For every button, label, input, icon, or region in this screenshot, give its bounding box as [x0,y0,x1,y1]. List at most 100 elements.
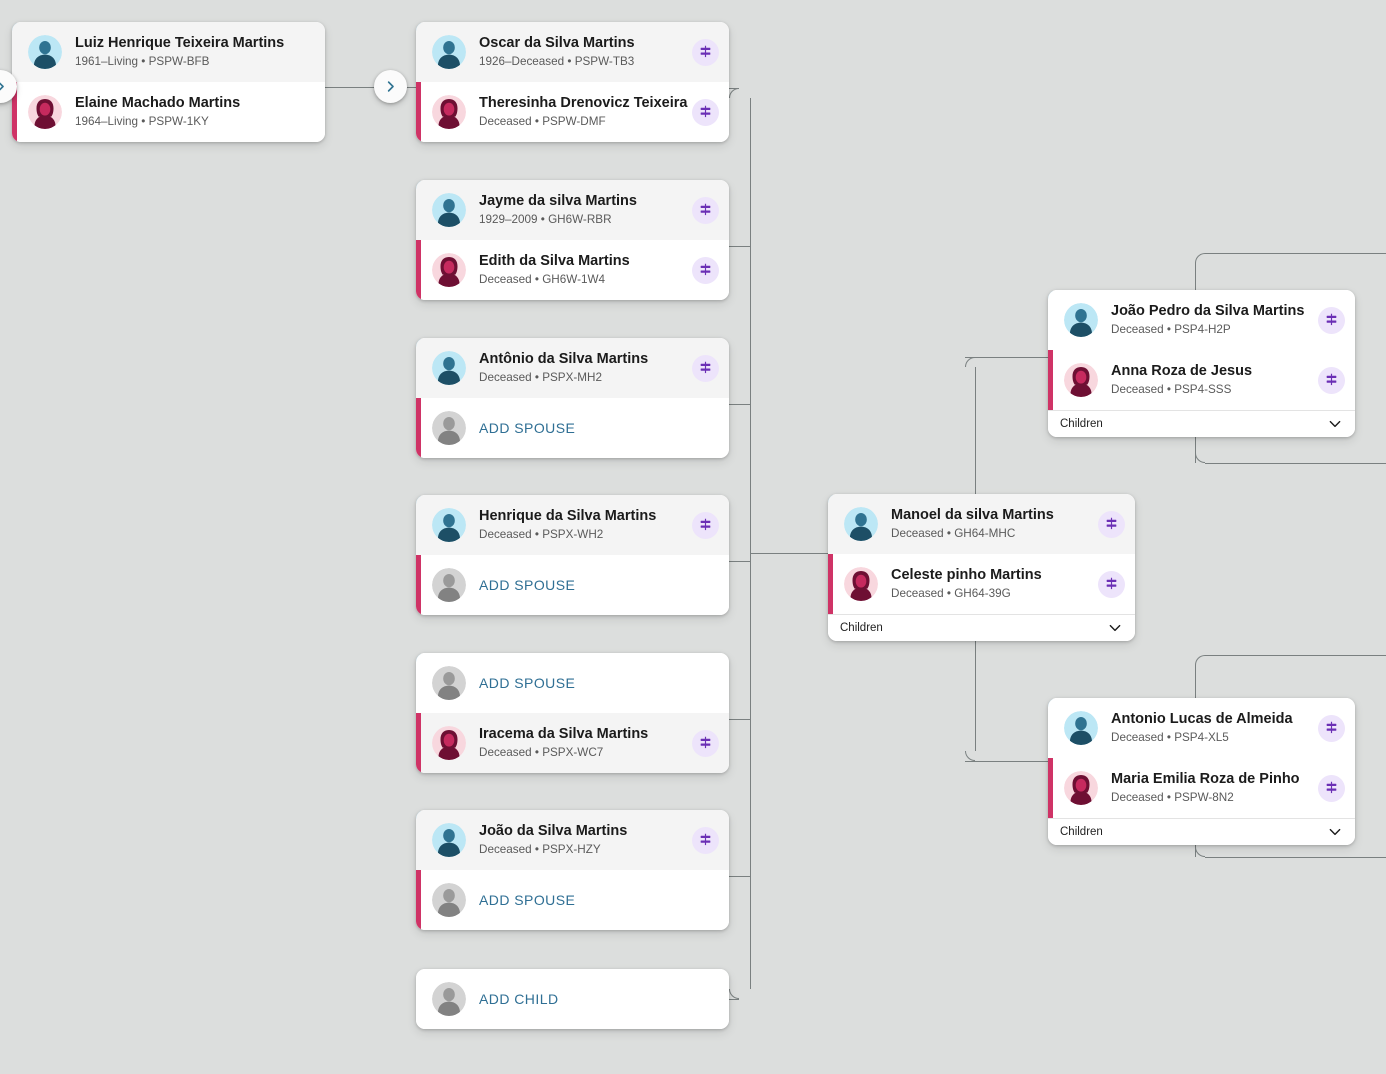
female-avatar-icon [1064,771,1098,805]
person-name: João Pedro da Silva Martins [1111,303,1305,319]
person-meta: 1926–Deceased • PSPW-TB3 [479,55,635,68]
pedigree-chart-icon[interactable] [1318,306,1345,334]
add-person-row[interactable]: ADD CHILD [416,969,729,1029]
expand-chevron-right-button[interactable] [374,70,407,103]
person-name: João da Silva Martins [479,823,628,839]
pedigree-chart-icon[interactable] [1318,774,1345,802]
add-spouse-label[interactable]: ADD SPOUSE [479,420,576,436]
pedigree-chart-icon[interactable] [692,38,719,66]
add-child-label[interactable]: ADD CHILD [479,991,559,1007]
placeholder-avatar-icon [432,666,466,700]
person-meta: Deceased • PSPW-8N2 [1111,791,1234,804]
person-name: Celeste pinho Martins [891,567,1042,583]
connector-to-joaopedro [965,357,1049,358]
pedigree-chart-icon[interactable] [692,196,719,224]
add-spouse-label[interactable]: ADD SPOUSE [479,675,576,691]
pedigree-chart-icon[interactable] [1318,714,1345,742]
pedigree-chart-icon[interactable] [1098,510,1125,538]
chevron-down-icon[interactable] [1327,416,1343,432]
male-avatar-icon [432,508,466,542]
person-meta: Deceased • PSP4-H2P [1111,323,1231,336]
add-person-row[interactable]: ADD SPOUSE [416,653,729,713]
pedigree-chart-icon[interactable] [692,256,719,284]
person-name: Antonio Lucas de Almeida [1111,711,1293,727]
pedigree-chart-icon[interactable] [692,354,719,382]
connector-luiz-right [325,87,374,88]
placeholder-avatar-icon [432,982,466,1016]
pedigree-chart-icon[interactable] [692,511,719,539]
children-dropdown[interactable]: Children [828,614,1135,641]
person-meta: Deceased • GH64-39G [891,587,1011,600]
pedigree-chart-icon[interactable] [1098,570,1125,598]
add-spouse-label[interactable]: ADD SPOUSE [479,892,576,908]
connector-stub-top [729,88,739,89]
person-name: Maria Emilia Roza de Pinho [1111,771,1300,787]
add-spouse-label[interactable]: ADD SPOUSE [479,577,576,593]
add-person-row[interactable]: ADD SPOUSE [416,555,729,615]
connector-stub [729,561,751,562]
person-text: ADD SPOUSE [479,420,719,436]
person-name: Elaine Machado Martins [75,95,241,111]
pedigree-chart-icon[interactable] [692,729,719,757]
connector-to-manoel [750,553,828,554]
female-avatar-icon [844,567,878,601]
add-person-row[interactable]: ADD SPOUSE [416,870,729,930]
placeholder-avatar-icon [432,883,466,917]
chevron-down-icon[interactable] [1327,824,1343,840]
pedigree-chart-icon[interactable] [692,98,719,126]
children-dropdown[interactable]: Children [1048,410,1355,437]
male-avatar-icon [432,193,466,227]
add-person-row[interactable]: ADD SPOUSE [416,398,729,458]
person-meta: 1964–Living • PSPW-1KY [75,115,209,128]
expand-chevron-right-button[interactable] [0,70,17,103]
connector-corner-far4 [1195,847,1205,857]
children-dropdown[interactable]: Children [1048,818,1355,845]
male-avatar-icon [28,35,62,69]
connector-corner-far3 [1195,655,1205,665]
card-rows: ADD CHILD [416,969,729,1029]
connector-corner-far2 [1195,453,1205,463]
person-row[interactable]: Elaine Machado Martins 1964–Living • PSPW… [12,82,325,142]
chevron-right-icon [0,79,8,94]
person-meta: Deceased • PSP4-SSS [1111,383,1232,396]
pedigree-chart-icon[interactable] [1318,366,1345,394]
family-card[interactable]: ADD CHILD [416,969,729,1029]
chevron-down-icon[interactable] [1107,620,1123,636]
pedigree-chart-icon[interactable] [692,826,719,854]
